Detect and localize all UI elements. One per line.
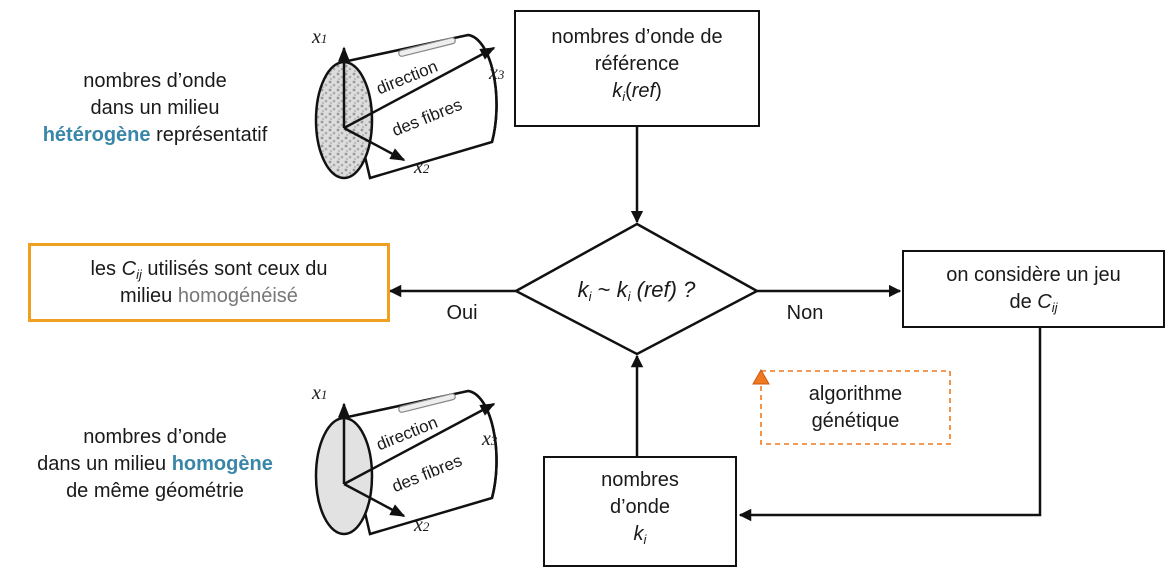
decision-diamond xyxy=(513,222,760,356)
hetero-line2: dans un milieu xyxy=(90,97,220,119)
homo-line2-pre: dans un milieu xyxy=(37,453,172,475)
reference-line2: référence xyxy=(594,53,680,75)
cylinder-homogeneous xyxy=(314,389,498,536)
algo-triangle-icon xyxy=(752,368,770,385)
homo-accent: homogène xyxy=(171,453,273,475)
cyl2-axis-x1: x1 xyxy=(312,382,328,404)
reference-box-text: nombres d’onde de référence ki(ref) xyxy=(514,24,760,105)
hetero-line3: hétérogène représentatif xyxy=(0,122,310,149)
reference-line3: ki(ref) xyxy=(612,80,662,104)
result-line2: milieu homogénéisé xyxy=(120,285,298,307)
wavenumber-line2: d’onde xyxy=(609,496,671,518)
cylinder-heterogeneous xyxy=(314,33,498,180)
homo-line3: de même géométrie xyxy=(66,480,244,502)
algo-line1: algorithme xyxy=(808,383,903,405)
algo-text: algorithme génétique xyxy=(761,381,950,435)
result-box-text: les Cij utilisés sont ceux du milieu hom… xyxy=(28,256,390,310)
algo-line2: génétique xyxy=(811,410,900,432)
homo-line2: dans un milieu homogène xyxy=(0,451,310,478)
cyl2-axis-x2: x2 xyxy=(414,514,430,536)
consider-box xyxy=(902,250,1165,328)
result-box xyxy=(28,243,390,322)
homo-description: nombres d’onde dans un milieu homogène d… xyxy=(0,424,310,505)
branch-yes-label: Oui xyxy=(446,302,478,324)
branch-no-label: Non xyxy=(786,302,824,324)
reference-line1: nombres d’onde de xyxy=(551,26,723,48)
algo-box xyxy=(760,370,951,445)
hetero-accent: hétérogène xyxy=(42,124,151,146)
cyl1-axis-x1: x1 xyxy=(312,26,328,48)
decision-text: ki ~ ki (ref) ? xyxy=(577,277,696,304)
homo-line1: nombres d’onde xyxy=(83,426,227,448)
wavenumber-line3: ki xyxy=(633,523,647,547)
consider-line1: on considère un jeu xyxy=(946,264,1121,286)
hetero-rest: représentatif xyxy=(150,124,268,146)
hetero-line1: nombres d’onde xyxy=(83,70,227,92)
result-line1: les Cij utilisés sont ceux du xyxy=(90,258,328,282)
wavenumber-line1: nombres xyxy=(601,469,679,491)
wavenumber-box-text: nombres d’onde ki xyxy=(543,467,737,548)
cyl2-axis-x3: x3 xyxy=(482,428,498,450)
cyl1-axis-x3: x3 xyxy=(489,62,505,84)
consider-line2: de Cij xyxy=(1009,291,1058,315)
hetero-description: nombres d’onde dans un milieu hétérogène… xyxy=(0,68,310,149)
cyl1-axis-x2: x2 xyxy=(414,156,430,178)
wavenumber-box xyxy=(543,456,737,567)
reference-box xyxy=(514,10,760,127)
consider-box-text: on considère un jeu de Cij xyxy=(902,262,1165,316)
arrow-consider-to-bottom xyxy=(738,328,1042,522)
